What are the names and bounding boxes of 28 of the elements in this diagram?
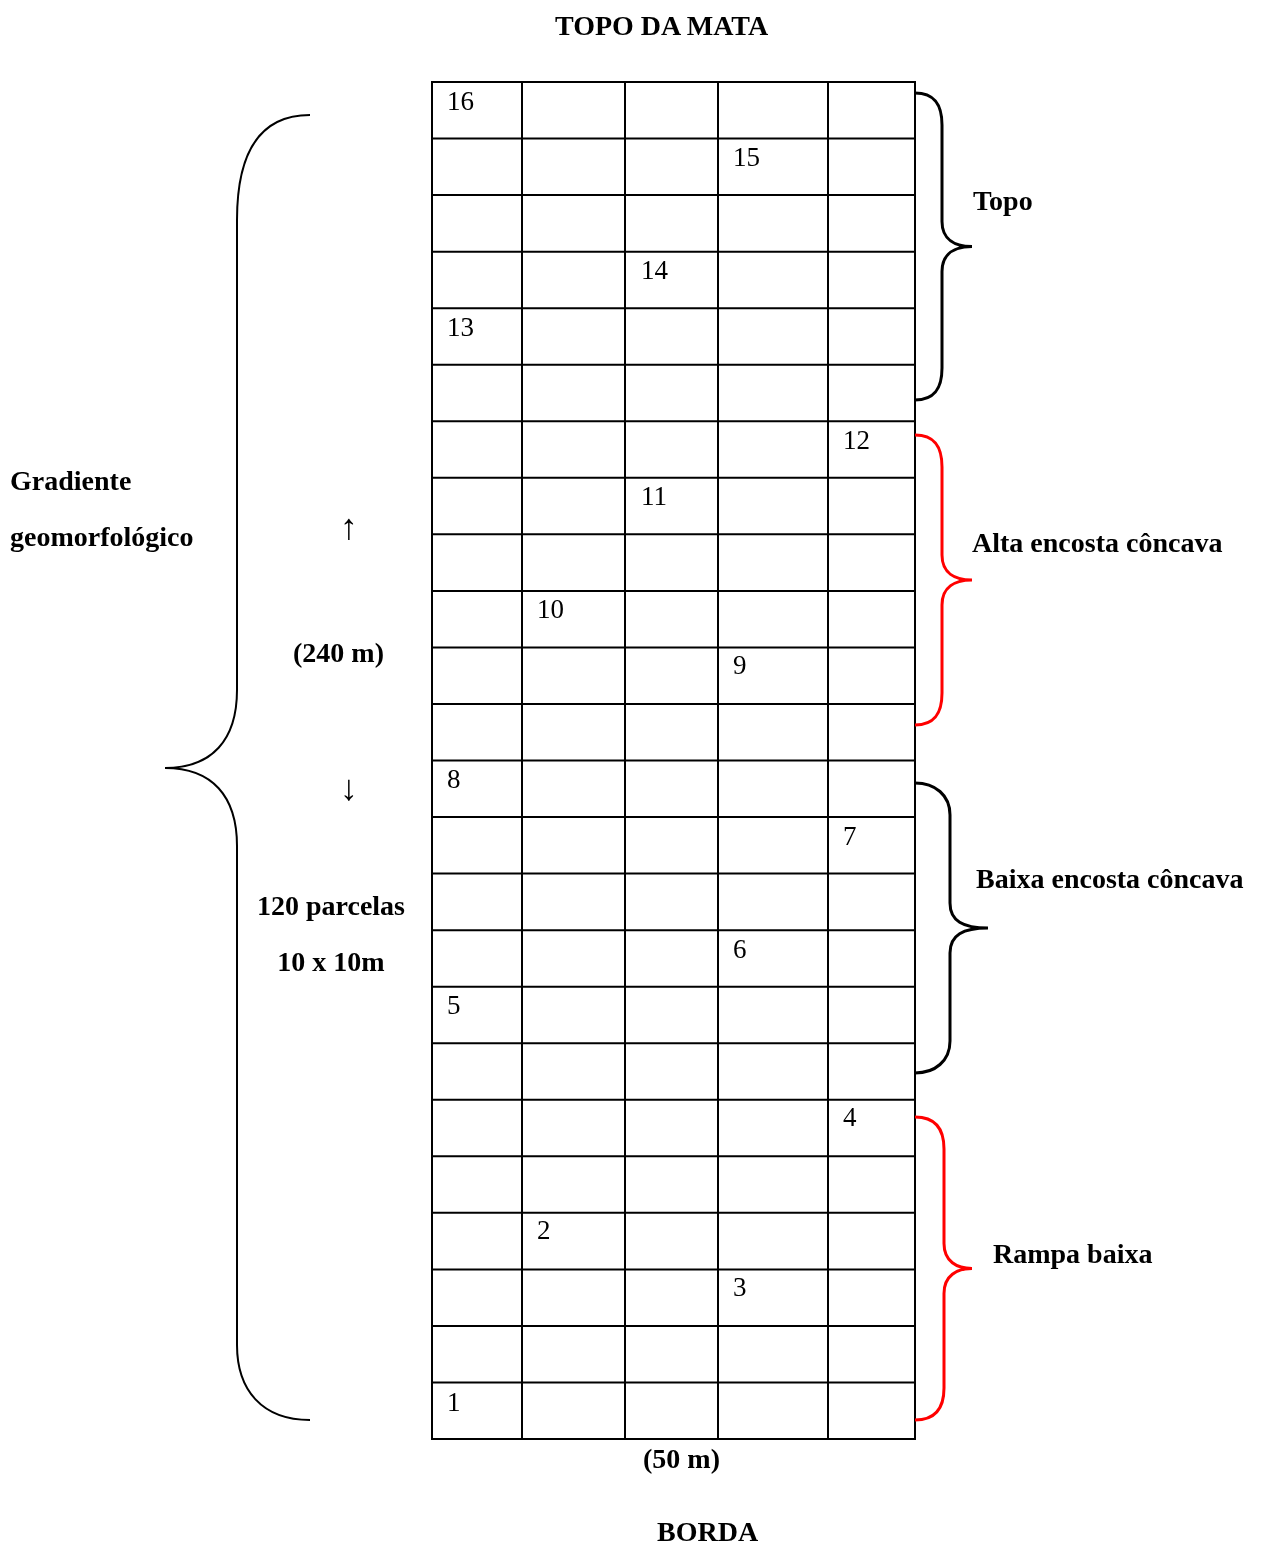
plot-number: 4 [843, 1102, 857, 1134]
plot-number: 7 [843, 821, 857, 853]
plot-number: 16 [447, 86, 474, 118]
plot-number: 8 [447, 764, 461, 796]
plot-number: 11 [641, 481, 667, 513]
width-label: (50 m) [643, 1443, 720, 1476]
zone-label: Baixa encosta côncava [976, 863, 1244, 896]
plot-number: 6 [733, 934, 747, 966]
zone-label: Alta encosta côncava [972, 527, 1223, 560]
plot-number: 3 [733, 1272, 747, 1304]
direction-arrow: ↓ [340, 768, 358, 810]
length-label: (240 m) [293, 637, 384, 670]
plot-number: 2 [537, 1215, 551, 1247]
direction-arrow: ↑ [340, 507, 358, 549]
zone-label: Rampa baixa [993, 1238, 1153, 1271]
plot-number: 12 [843, 425, 870, 457]
plot-number: 15 [733, 142, 760, 174]
boundary-label: BORDA [657, 1516, 759, 1546]
title: TOPO DA MATA [555, 10, 769, 43]
plot-number: 14 [641, 255, 668, 287]
plot-count-label: 120 parcelas 10 x 10m [256, 889, 406, 979]
plot-number: 9 [733, 650, 747, 682]
plot-number: 5 [447, 990, 461, 1022]
gradient-label: Gradiente geomorfológico [10, 464, 195, 554]
plot-number: 1 [447, 1387, 461, 1419]
plot-number: 13 [447, 312, 474, 344]
plot-number: 10 [537, 594, 564, 626]
zone-label: Topo [973, 185, 1033, 218]
